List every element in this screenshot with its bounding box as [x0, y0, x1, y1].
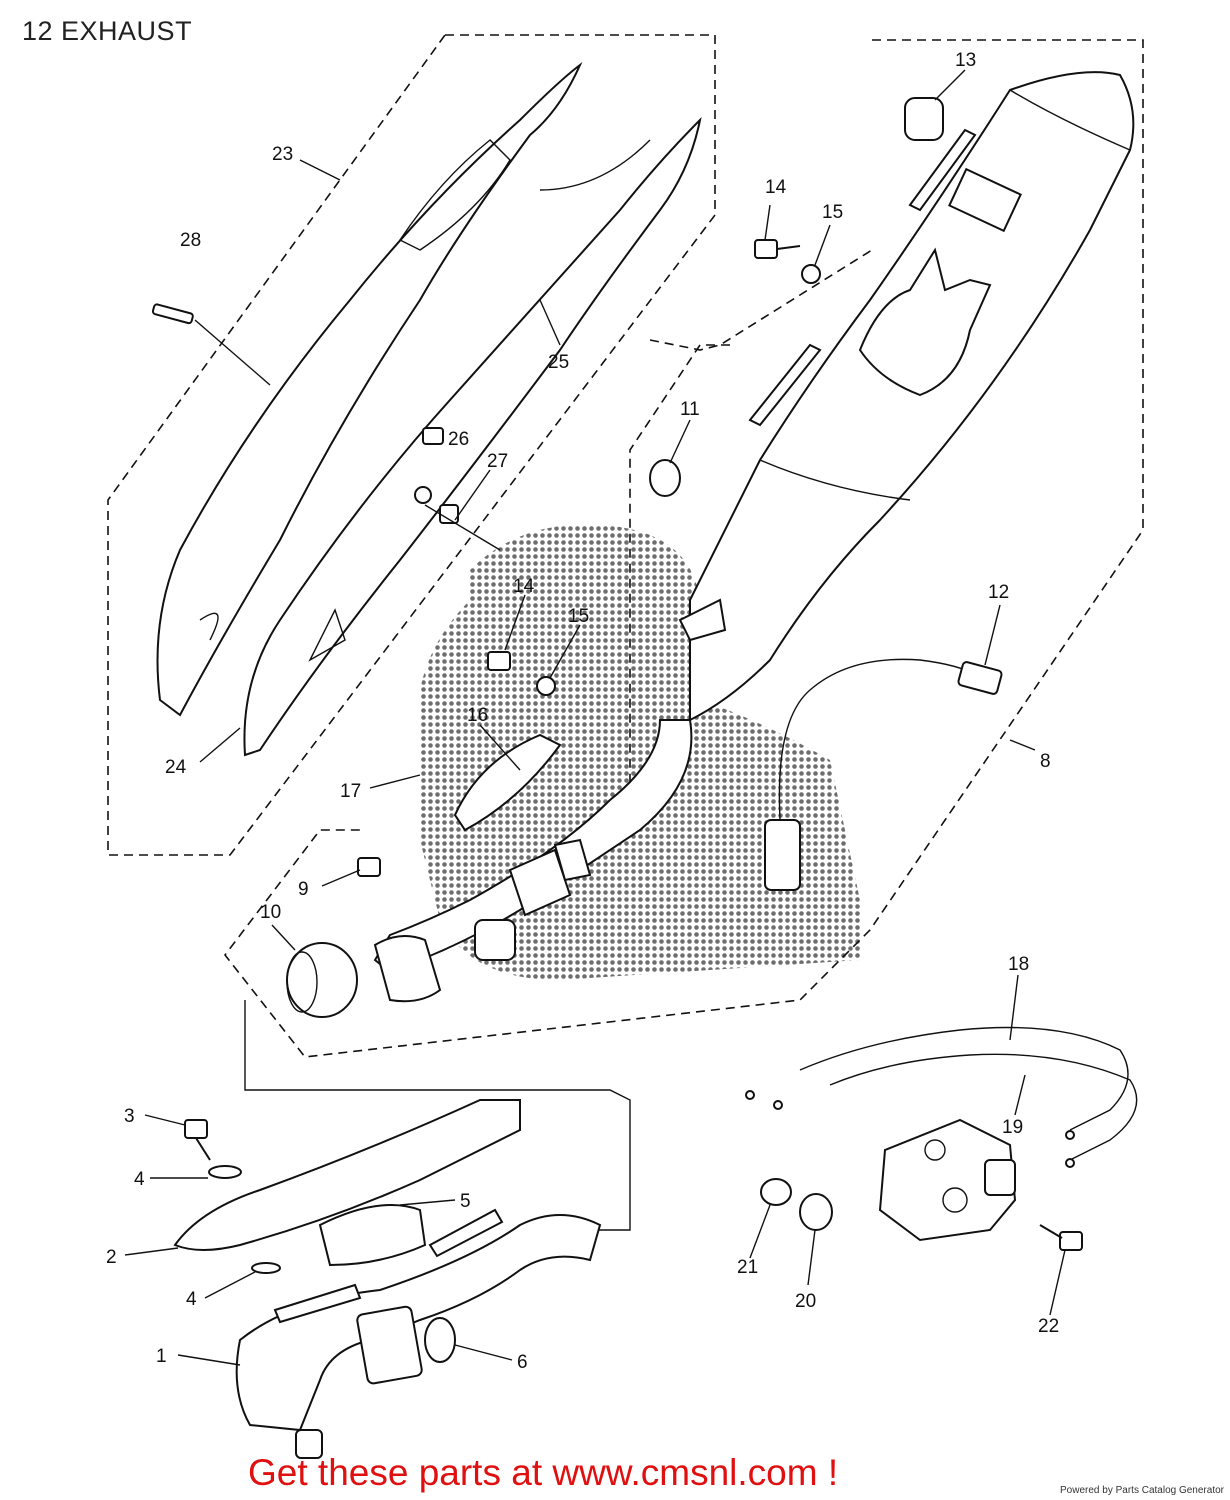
exhaust-pipe — [235, 1208, 602, 1432]
callout-27: 27 — [487, 451, 508, 472]
callout-17: 17 — [340, 781, 361, 802]
callout-12: 12 — [988, 582, 1009, 603]
callout-25: 25 — [548, 352, 569, 373]
diagram-title: 12 EXHAUST — [22, 16, 193, 46]
callout-6: 6 — [517, 1352, 528, 1373]
valve-cables — [745, 1026, 1138, 1168]
callout-15-lower: 15 — [568, 606, 589, 627]
sensor-cable — [764, 658, 1003, 891]
heat-shield-lower — [243, 116, 702, 757]
callout-18: 18 — [1008, 954, 1029, 975]
callout-10: 10 — [260, 902, 281, 923]
lower-heat-guard — [173, 1099, 521, 1267]
callout-14-upper: 14 — [765, 177, 787, 198]
callout-4-lower: 4 — [186, 1289, 197, 1310]
callout-11: 11 — [680, 399, 700, 420]
heat-shield-upper — [156, 61, 583, 717]
header-pipe-assembly — [286, 719, 693, 1018]
callout-22: 22 — [1038, 1316, 1059, 1337]
callout-9: 9 — [298, 879, 309, 900]
powered-by-text: Powered by Parts Catalog Generator — [1060, 1485, 1224, 1496]
callout-13: 13 — [955, 50, 976, 71]
get-parts-link[interactable]: Get these parts at www.cmsnl.com ! — [248, 1452, 839, 1493]
servo-motor — [878, 1118, 1017, 1242]
callout-15-upper: 15 — [822, 202, 843, 223]
callout-20: 20 — [795, 1291, 816, 1312]
callout-2: 2 — [106, 1247, 117, 1268]
callout-16: 16 — [467, 705, 488, 726]
callout-21: 21 — [737, 1257, 758, 1278]
callout-26: 26 — [448, 429, 469, 450]
callout-labels: 23 28 25 24 26 27 13 14 15 11 12 8 14 15… — [106, 50, 1059, 1373]
callout-1: 1 — [156, 1346, 167, 1367]
callout-14-lower: 14 — [513, 576, 535, 597]
callout-24: 24 — [165, 757, 187, 778]
callout-5: 5 — [460, 1191, 471, 1212]
leader-lines — [124, 69, 1066, 1366]
small-parts — [151, 97, 1083, 1459]
callout-3: 3 — [124, 1106, 135, 1127]
callout-8: 8 — [1040, 751, 1051, 772]
callout-19: 19 — [1002, 1117, 1023, 1138]
callout-23: 23 — [272, 144, 293, 165]
callout-28: 28 — [180, 230, 201, 251]
muffler — [678, 71, 1135, 722]
callout-4-upper: 4 — [134, 1169, 145, 1190]
assembly-boundaries — [107, 34, 1144, 1231]
